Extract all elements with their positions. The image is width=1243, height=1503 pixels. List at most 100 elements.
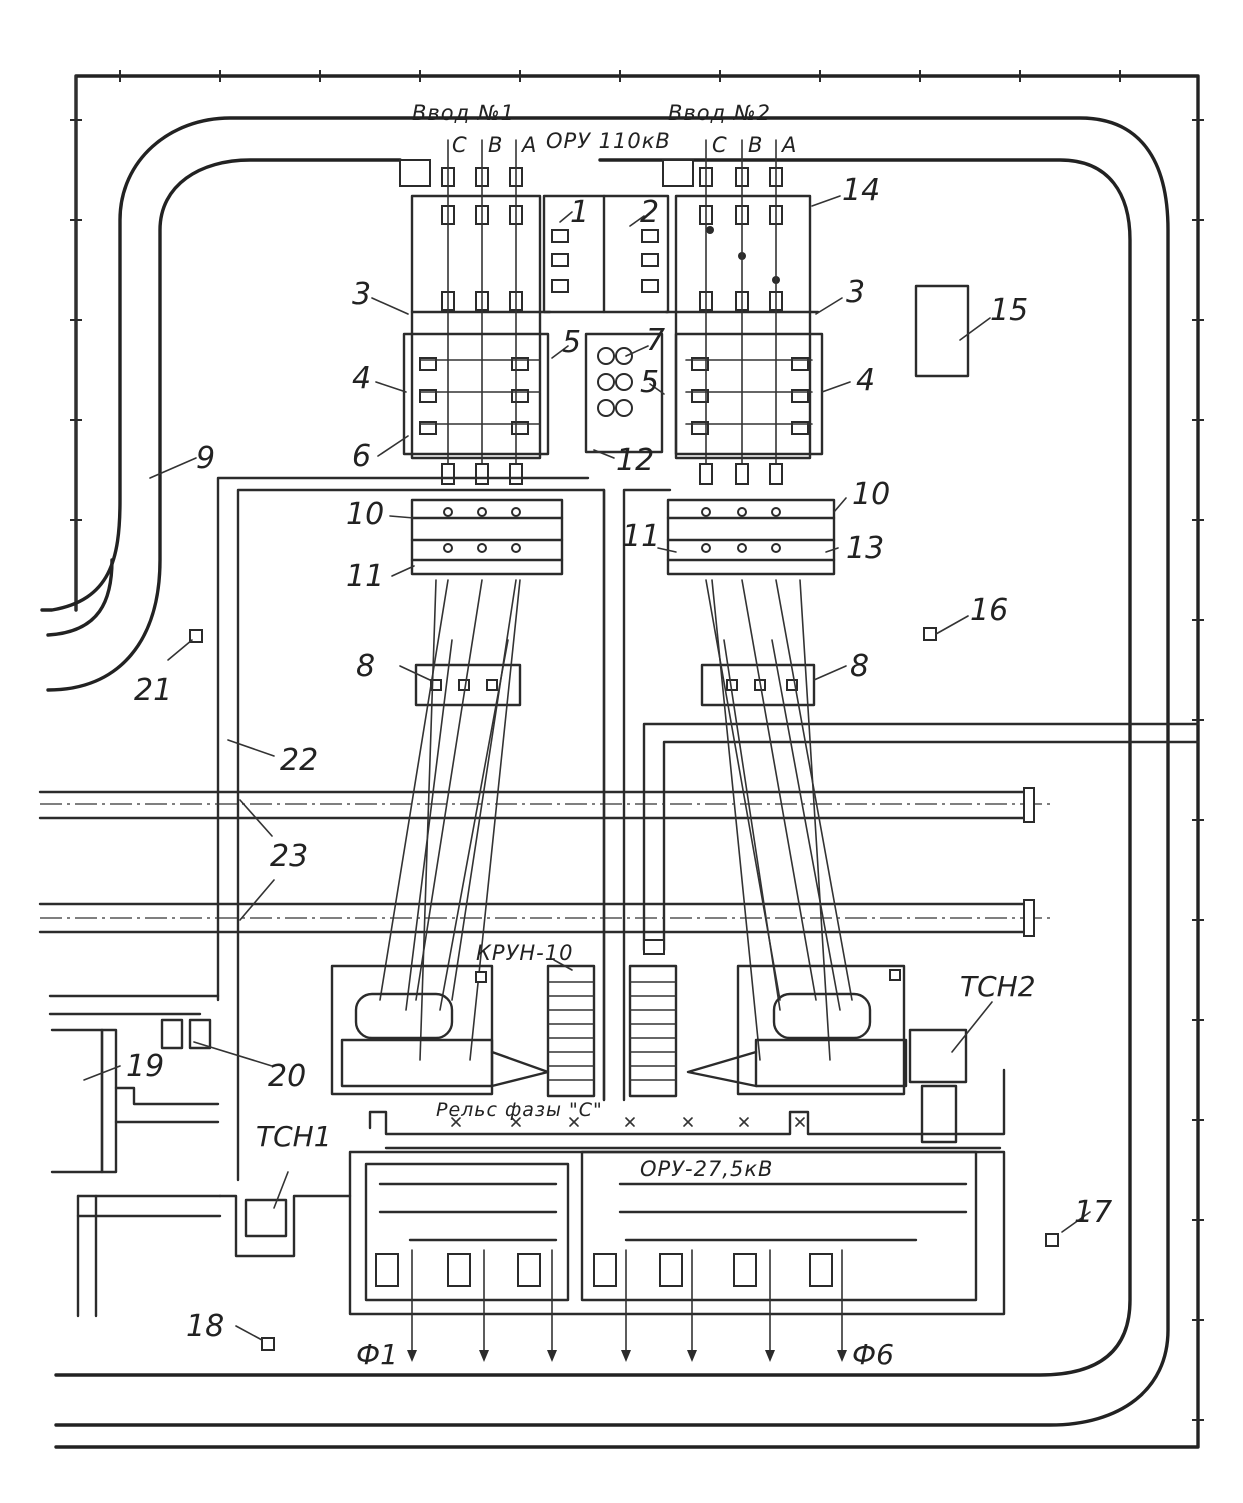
callout-10-left: 10 xyxy=(346,497,384,532)
rail-mark xyxy=(683,1117,693,1127)
phase-a-label-2: А xyxy=(780,133,797,157)
cable-line xyxy=(451,579,517,1001)
bushing xyxy=(475,463,489,485)
cable-line xyxy=(419,579,437,1061)
cable-line xyxy=(379,579,449,1001)
leader-lines xyxy=(83,195,1091,1341)
breaker xyxy=(419,389,437,403)
rail-phase-c-label: Рельс фазы "С" xyxy=(436,1099,603,1121)
bus-node xyxy=(477,507,487,517)
bus-node xyxy=(701,507,711,517)
feeder-breaker xyxy=(517,1253,541,1287)
breaker xyxy=(691,389,709,403)
callout-3-right: 3 xyxy=(846,275,865,310)
feeder-breaker xyxy=(593,1253,617,1287)
callout-10-right: 10 xyxy=(852,477,890,512)
input-2-label: Ввод №2 xyxy=(668,101,771,125)
feeder-arrow xyxy=(837,1350,847,1362)
feeder-breaker xyxy=(809,1253,833,1287)
outer-fence xyxy=(54,70,1204,1449)
breaker xyxy=(791,389,809,403)
callout-22: 22 xyxy=(280,743,318,778)
tsn2-label: ТСН2 xyxy=(960,970,1036,1003)
phase-c-label-2: С xyxy=(712,133,728,157)
feeder-arrow xyxy=(479,1350,489,1362)
disconnector xyxy=(641,279,659,293)
callout-14: 14 xyxy=(842,173,880,208)
bushing xyxy=(735,463,749,485)
phase-c-label-1: С xyxy=(452,133,468,157)
feeder-breaker xyxy=(447,1253,471,1287)
callout-7: 7 xyxy=(646,323,665,358)
bus-node xyxy=(477,543,487,553)
breaker xyxy=(791,421,809,435)
feeder-arrow xyxy=(407,1350,417,1362)
cable-line xyxy=(775,579,853,1001)
tsn1-label: ТСН1 xyxy=(256,1120,332,1153)
feeder-arrow xyxy=(687,1350,697,1362)
cable-line xyxy=(439,639,509,1011)
callout-5-right: 5 xyxy=(640,365,659,400)
breaker xyxy=(691,421,709,435)
breaker xyxy=(791,357,809,371)
disconnector xyxy=(641,253,659,267)
krun-10-label: КРУН-10 xyxy=(476,941,573,965)
callout-11-right: 11 xyxy=(622,519,660,554)
rail-mark xyxy=(451,1117,461,1127)
feeder-breaker xyxy=(375,1253,399,1287)
perimeter-road xyxy=(40,116,1170,1427)
callout-1: 1 xyxy=(570,195,589,230)
callout-9: 9 xyxy=(196,441,215,476)
callout-6: 6 xyxy=(352,439,371,474)
oru-27-label: ОРУ-27,5кВ xyxy=(640,1157,773,1181)
callout-18: 18 xyxy=(186,1309,224,1344)
callout-19: 19 xyxy=(126,1049,164,1084)
callout-17: 17 xyxy=(1074,1195,1112,1230)
krun-area xyxy=(330,964,968,1144)
f1-label: Ф1 xyxy=(356,1338,398,1371)
callout-8-right: 8 xyxy=(850,649,869,684)
cable-line xyxy=(799,579,831,1061)
disconnector xyxy=(641,229,659,243)
rail-mark xyxy=(569,1117,579,1127)
cable-line xyxy=(415,579,483,1001)
f6-label: Ф6 xyxy=(852,1338,894,1371)
cable-line xyxy=(711,579,761,1061)
transformer-bays xyxy=(410,463,836,707)
bus-node xyxy=(511,543,521,553)
breaker xyxy=(691,357,709,371)
junction xyxy=(706,226,714,234)
bushing xyxy=(699,463,713,485)
callout-23: 23 xyxy=(270,839,308,874)
feed-cables xyxy=(379,579,853,1061)
feeder-arrow xyxy=(621,1350,631,1362)
arrester xyxy=(597,399,615,417)
callout-13: 13 xyxy=(846,531,884,566)
callout-16: 16 xyxy=(970,593,1008,628)
arrester xyxy=(615,399,633,417)
bus-node xyxy=(771,543,781,553)
left-buildings xyxy=(48,994,220,1318)
callout-11-left: 11 xyxy=(346,559,384,594)
small-objects xyxy=(189,284,1059,1351)
breaker xyxy=(419,357,437,371)
arrester xyxy=(615,347,633,365)
cable-line xyxy=(405,639,453,1011)
bus-node xyxy=(701,543,711,553)
feeder-arrow xyxy=(765,1350,775,1362)
disconnector xyxy=(551,253,569,267)
bus-node xyxy=(737,507,747,517)
callout-15: 15 xyxy=(990,293,1028,328)
tsn1-unit xyxy=(76,1194,352,1258)
cable-line xyxy=(469,579,521,1061)
cable-line xyxy=(723,639,781,1011)
phase-b-label-1: В xyxy=(488,133,503,157)
inner-routes xyxy=(216,476,1200,1182)
bus-node xyxy=(737,543,747,553)
cable-line xyxy=(741,579,817,1001)
oru-27kv xyxy=(348,1150,1006,1362)
callout-3-left: 3 xyxy=(352,277,371,312)
bus-node xyxy=(511,507,521,517)
cable-line xyxy=(771,639,841,1011)
